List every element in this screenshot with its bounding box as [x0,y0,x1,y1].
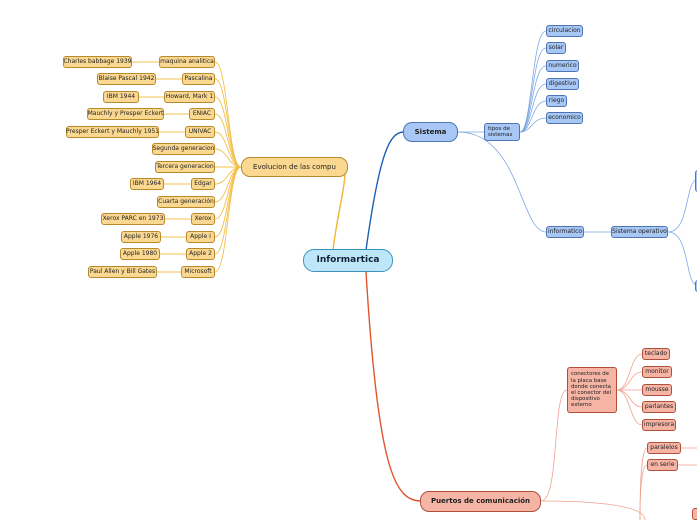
puertos-child-cut[interactable] [692,508,697,520]
evo-item-4[interactable]: UNIVAC [185,126,215,138]
evo-item-9[interactable]: Xerox [191,213,215,225]
tipos-item-1[interactable]: solar [546,42,566,54]
evo-item-12[interactable]: Microsoft [181,266,215,278]
branch-evolucion[interactable]: Evolucion de las compu [241,157,348,177]
evo-item-10[interactable]: Apple I [186,231,215,243]
link-central-sistema [365,131,405,251]
sistema-operativo[interactable]: Sistema operativo [611,226,668,238]
sistema-tipos[interactable]: tipos de sistemas [484,123,520,141]
tipos-item-0[interactable]: circulacion [546,25,583,37]
evo-detail-0[interactable]: Charles babbage 1939 [63,56,132,68]
evo-detail-2[interactable]: IBM 1944 [103,91,139,103]
conectores-item-1[interactable]: monitor [642,366,672,378]
puertos-tipo-0[interactable]: paralelos [647,442,681,454]
conectores-item-4[interactable]: impresora [642,419,676,431]
evo-detail-3[interactable]: Mauchly y Presper Eckert [87,108,164,120]
evo-detail-12[interactable]: Paul Allen y Bill Gates [88,266,157,278]
evo-item-0[interactable]: maquina analitica [159,56,215,68]
evo-item-6[interactable]: Tercera generacion [155,161,215,173]
evo-item-3[interactable]: ENIAC [189,108,215,120]
branch-puertos[interactable]: Puertos de comunicación [420,491,541,512]
tipos-item-4[interactable]: riego [546,95,567,107]
evo-item-1[interactable]: Pascalina [182,73,215,85]
tipos-item-5[interactable]: economico [546,112,583,124]
evo-detail-1[interactable]: Blaise Pascal 1942 [97,73,156,85]
link-central-evolucion [332,169,346,251]
puertos-conectores[interactable]: conectores de la placa base donde conect… [567,367,617,413]
conectores-item-2[interactable]: mousse [642,384,672,396]
evo-item-11[interactable]: Apple 2 [186,248,215,260]
sistema-child-cut-top[interactable] [695,170,697,192]
evo-item-2[interactable]: Howard, Mark 1 [164,91,215,103]
conectores-item-3[interactable]: parlantes [642,401,676,413]
sistema-informatico[interactable]: informatico [546,226,584,238]
evo-detail-4[interactable]: Presper Eckert y Mauchly 1951 [66,126,159,138]
puertos-tipo-1[interactable]: en serie [647,459,678,471]
evo-item-7[interactable]: Edgar [191,178,215,190]
central-topic[interactable]: Informartica [303,249,393,272]
evo-item-5[interactable]: Segunda generacion [152,143,215,155]
link-central-puertos [365,271,421,502]
evo-item-8[interactable]: Cuarta generación [157,196,215,208]
branch-sistema[interactable]: Sistema [403,122,458,142]
conectores-item-0[interactable]: teclado [642,348,670,360]
tipos-item-3[interactable]: digestivo [546,78,579,90]
evo-detail-11[interactable]: Apple 1980 [120,248,160,260]
evo-detail-10[interactable]: Apple 1976 [121,231,161,243]
tipos-item-2[interactable]: numerico [546,60,579,72]
evo-detail-9[interactable]: Xerox PARC en 1973 [101,213,165,225]
evo-detail-7[interactable]: IBM 1964 [130,178,164,190]
sistema-child-cut-bottom[interactable] [695,280,697,292]
